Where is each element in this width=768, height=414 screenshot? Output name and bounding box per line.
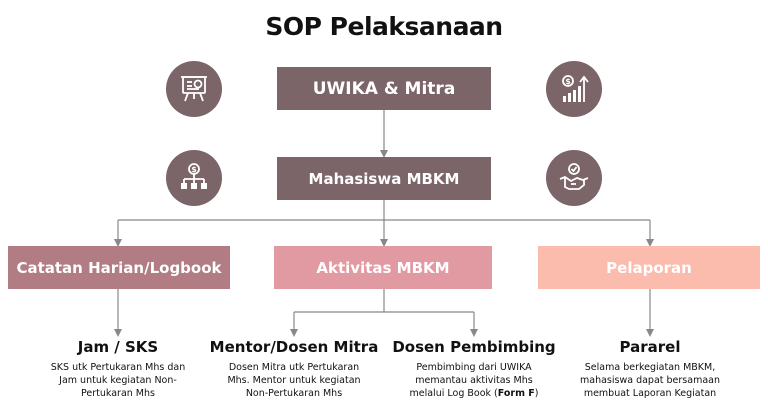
desc-line: melalui Log Book (Form F) [384,387,564,400]
desc-line: membuat Laporan Kegiatan [583,388,717,399]
desc-line: SKS utk Pertukaran Mhs dan [50,362,186,373]
node-mahasiswa-mbkm: Mahasiswa MBKM [277,157,491,200]
organization-dollar-icon: $ [166,150,222,206]
desc-line: Jam untuk kegiatan Non- [59,375,177,386]
handshake-check-icon [546,150,602,206]
desc-pararel: Selama berkegiatan MBKM, mahasiswa dapat… [556,361,744,400]
growth-chart-dollar-icon: $ [546,61,602,117]
node-catatan-harian: Catatan Harian/Logbook [8,246,230,289]
diagram-title: SOP Pelaksanaan [265,12,503,41]
desc-line: memantau aktivitas Mhs [415,375,533,386]
desc-jam-sks: SKS utk Pertukaran Mhs dan Jam untuk keg… [22,361,214,400]
node-aktivitas-mbkm: Aktivitas MBKM [274,246,492,289]
node-uwika-mitra: UWIKA & Mitra [277,67,491,110]
desc-line: Selama berkegiatan MBKM, [584,362,716,373]
desc-line: Pertukaran Mhs [81,388,155,399]
desc-line: Pembimbing dari UWIKA [416,362,532,373]
heading-dosen-pembimbing: Dosen Pembimbing [392,338,556,356]
svg-text:$: $ [565,77,571,86]
presentation-board-icon [166,61,222,117]
desc-line: Dosen Mitra utk Pertukaran [228,362,360,373]
heading-jam-sks: Jam / SKS [77,338,159,356]
desc-dosen-pembimbing: Pembimbing dari UWIKA memantau aktivitas… [384,361,564,400]
desc-text: ) [534,388,539,399]
heading-mentor-dosen-mitra: Mentor/Dosen Mitra [209,338,379,356]
desc-mentor-dosen-mitra: Dosen Mitra utk Pertukaran Mhs. Mentor u… [204,361,384,400]
heading-pararel: Pararel [619,338,681,356]
desc-text: melalui Log Book ( [409,388,498,399]
desc-line: Non-Pertukaran Mhs [245,388,343,399]
desc-line: mahasiswa dapat bersamaan [580,375,720,386]
desc-line: Mhs. Mentor untuk kegiatan [227,375,361,386]
node-pelaporan: Pelaporan [538,246,760,289]
form-f-label: Form F [497,388,535,399]
svg-text:$: $ [191,165,197,174]
